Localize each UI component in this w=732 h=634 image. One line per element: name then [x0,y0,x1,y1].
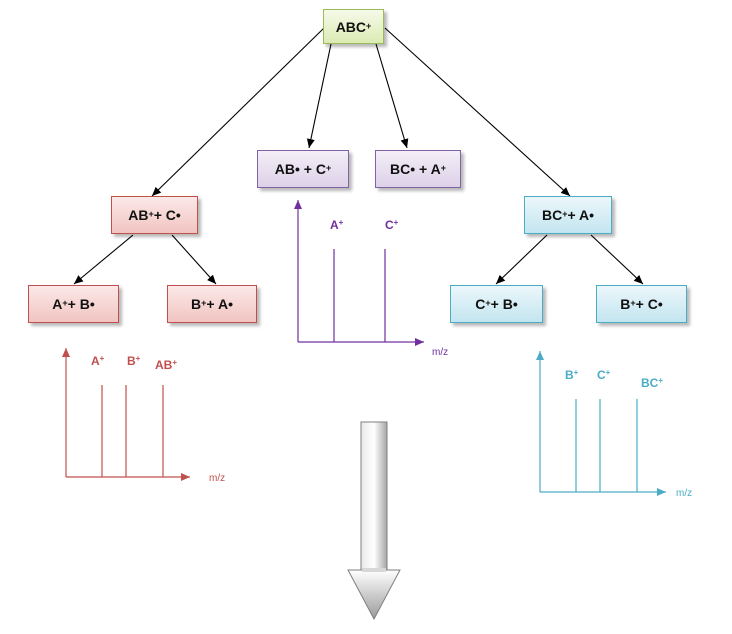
node-aplus-bdot-t2: + B• [67,296,95,312]
edge-abcdot-ab [73,234,134,285]
node-abc-plus-base: ABC [335,18,367,35]
node-abdot-cplus-t1: AB [274,161,295,177]
edge-root-abdot [306,43,332,149]
node-bplus-cdot: B+ + C• [596,285,687,323]
node-abc-plus: ABC+ [323,9,384,44]
spectrum-middle-label-2: C+ [385,218,399,232]
spectrum-left-label-1: A+ [91,354,105,368]
edge-abcdot-ba [171,234,217,285]
node-bplus-adot-t1: B [191,296,202,312]
node-bcdot-aplus-t1: BC [390,161,411,177]
spectrum-left-label-2: B+ [127,354,141,368]
node-bplus-adot-t2: + A• [206,296,233,312]
edge-root-bcdot [375,43,409,149]
node-bcplus-adot: BC+ + A• [524,196,612,234]
edge-bcadot-cb [495,234,548,285]
node-bcdot-aplus-t2: • + A [410,161,441,177]
spectrum-right [536,351,666,496]
spectrum-left [62,348,190,481]
node-bcplus-adot-t2: + A• [567,207,595,223]
spectrum-right-label-3: BC+ [641,376,663,390]
spectrum-middle-label-1: A+ [330,218,344,232]
node-cplus-bdot-t1: C [475,296,486,312]
edge-root-bcadot [384,27,571,197]
spectrum-right-label-2: C+ [597,368,611,382]
node-cplus-bdot-t2: + B• [490,296,518,312]
node-abplus-cdot-t2: + C• [153,207,181,223]
big-down-arrow [347,421,401,621]
node-aplus-bdot-t1: A [52,296,63,312]
node-bplus-adot: B+ + A• [167,285,257,323]
spectrum-right-label-1: B+ [565,368,579,382]
tree-connectors [73,27,644,285]
edge-root-abcdot [151,27,325,197]
edge-bcadot-bc [590,234,644,285]
node-aplus-bdot: A+ + B• [28,285,119,323]
node-bcplus-adot-t1: BC [541,207,563,223]
node-bplus-cdot-t2: + C• [635,296,663,312]
node-cplus-bdot: C+ + B• [450,285,543,323]
spectrum-left-label-3: AB+ [155,358,177,372]
node-bplus-cdot-t1: B [620,296,631,312]
node-bcdot-aplus: BC• + A+ [375,150,461,188]
node-abplus-cdot-t1: AB [128,207,149,223]
spectrum-middle [294,200,424,346]
node-abdot-cplus-t2: • + C [295,161,326,177]
spectrum-middle-axis-label: m/z [432,347,448,358]
node-abdot-cplus: AB• + C+ [257,150,349,188]
spectrum-right-axis-label: m/z [676,488,692,499]
node-abplus-cdot: AB+ + C• [111,196,198,234]
spectrum-left-axis-label: m/z [209,473,225,484]
